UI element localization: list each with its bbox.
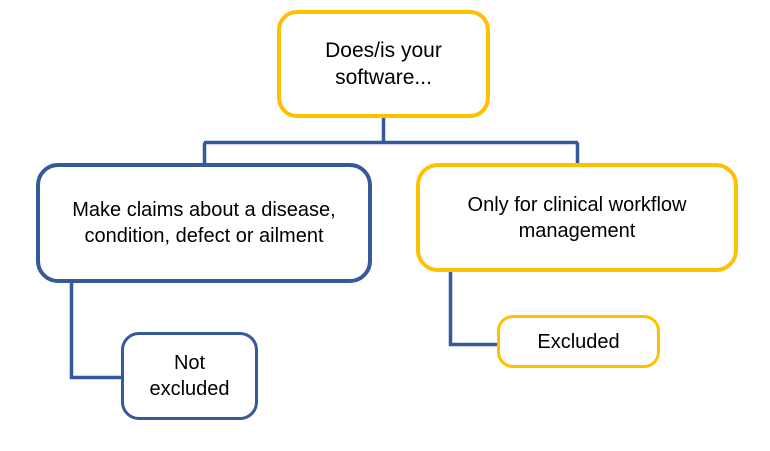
node-root-question[interactable]: Does/is your software... (277, 10, 490, 118)
edge-claims-to-not-excluded (69, 283, 122, 380)
node-make-claims-label: Make claims about a disease, condition, … (72, 199, 336, 247)
node-clinical-workflow[interactable]: Only for clinical workflow management (416, 163, 738, 272)
node-excluded[interactable]: Excluded (497, 315, 660, 368)
edge-workflow-to-excluded (448, 272, 498, 347)
node-clinical-workflow-label: Only for clinical workflow management (467, 193, 687, 242)
node-excluded-label: Excluded (537, 330, 620, 353)
node-not-excluded-label: Not excluded (149, 352, 230, 400)
node-root-question-label: Does/is your software... (325, 38, 442, 89)
node-make-claims[interactable]: Make claims about a disease, condition, … (36, 163, 372, 283)
node-not-excluded[interactable]: Not excluded (121, 332, 258, 420)
